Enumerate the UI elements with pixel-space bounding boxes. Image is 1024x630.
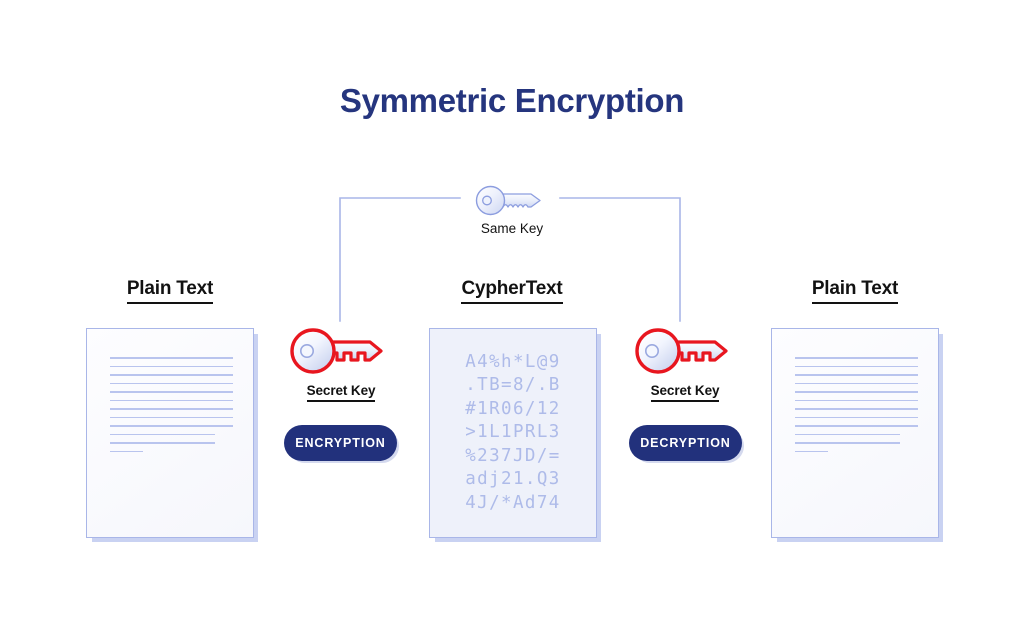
document-text-line — [110, 357, 233, 359]
secret-key-left-label: Secret Key — [281, 383, 401, 402]
plain-text-left-heading: Plain Text — [90, 278, 250, 304]
same-key-connector — [339, 197, 681, 322]
cypher-text-heading: CypherText — [432, 278, 592, 304]
cypher-text-line: %237JD/= — [465, 445, 561, 466]
document-text-line — [110, 425, 233, 427]
encryption-button[interactable]: ENCRYPTION — [284, 425, 397, 461]
document-text-line — [795, 416, 918, 418]
plain-text-document-right — [771, 328, 939, 538]
document-text-line — [795, 408, 918, 410]
document-text-line — [110, 374, 233, 376]
plain-text-right-heading: Plain Text — [775, 278, 935, 304]
document-text-line — [795, 357, 918, 359]
document-line-group — [795, 357, 918, 459]
cypher-text-line: 4J/*Ad74 — [465, 492, 561, 513]
document-text-line — [795, 382, 918, 384]
secret-key-left-label-text: Secret Key — [306, 383, 375, 402]
document-line-group — [110, 357, 233, 459]
plain-text-right-heading-text: Plain Text — [811, 278, 898, 304]
document-text-line — [110, 391, 233, 393]
document-text-line — [110, 399, 233, 401]
cypher-text-line: adj21.Q3 — [465, 469, 561, 490]
document-text-line — [795, 433, 900, 435]
document-text-line — [795, 450, 829, 452]
document-text-line — [795, 425, 918, 427]
document-text-line — [795, 391, 918, 393]
document-text-line — [110, 416, 233, 418]
document-text-line — [795, 374, 918, 376]
cypher-text-line: >1L1PRL3 — [465, 422, 561, 443]
cypher-text-line: .TB=8/.B — [465, 375, 561, 396]
secret-key-right-label: Secret Key — [625, 383, 745, 402]
plain-text-document-left — [86, 328, 254, 538]
plain-text-left-heading-text: Plain Text — [126, 278, 213, 304]
document-text-line — [110, 408, 233, 410]
same-key-icon — [475, 185, 541, 216]
document-text-line — [795, 365, 918, 367]
cypher-text-heading-text: CypherText — [461, 278, 563, 304]
decryption-button[interactable]: DECRYPTION — [629, 425, 742, 461]
document-text-line — [795, 442, 900, 444]
secret-key-right-label-text: Secret Key — [650, 383, 719, 402]
same-key-label: Same Key — [480, 221, 544, 236]
cypher-text-line: A4%h*L@9 — [465, 351, 561, 372]
document-text-line — [110, 382, 233, 384]
document-text-line — [110, 442, 215, 444]
cypher-text-panel: A4%h*L@9 .TB=8/.B#1R06/12 >1L1PRL3%237JD/=… — [429, 328, 597, 538]
document-text-line — [110, 365, 233, 367]
page-title: Symmetric Encryption — [339, 82, 685, 119]
cypher-text-line: #1R06/12 — [465, 398, 561, 419]
document-text-line — [795, 399, 918, 401]
document-text-line — [110, 450, 144, 452]
document-text-line — [110, 433, 215, 435]
secret-key-left-icon — [290, 328, 383, 374]
secret-key-right-icon — [635, 328, 728, 374]
